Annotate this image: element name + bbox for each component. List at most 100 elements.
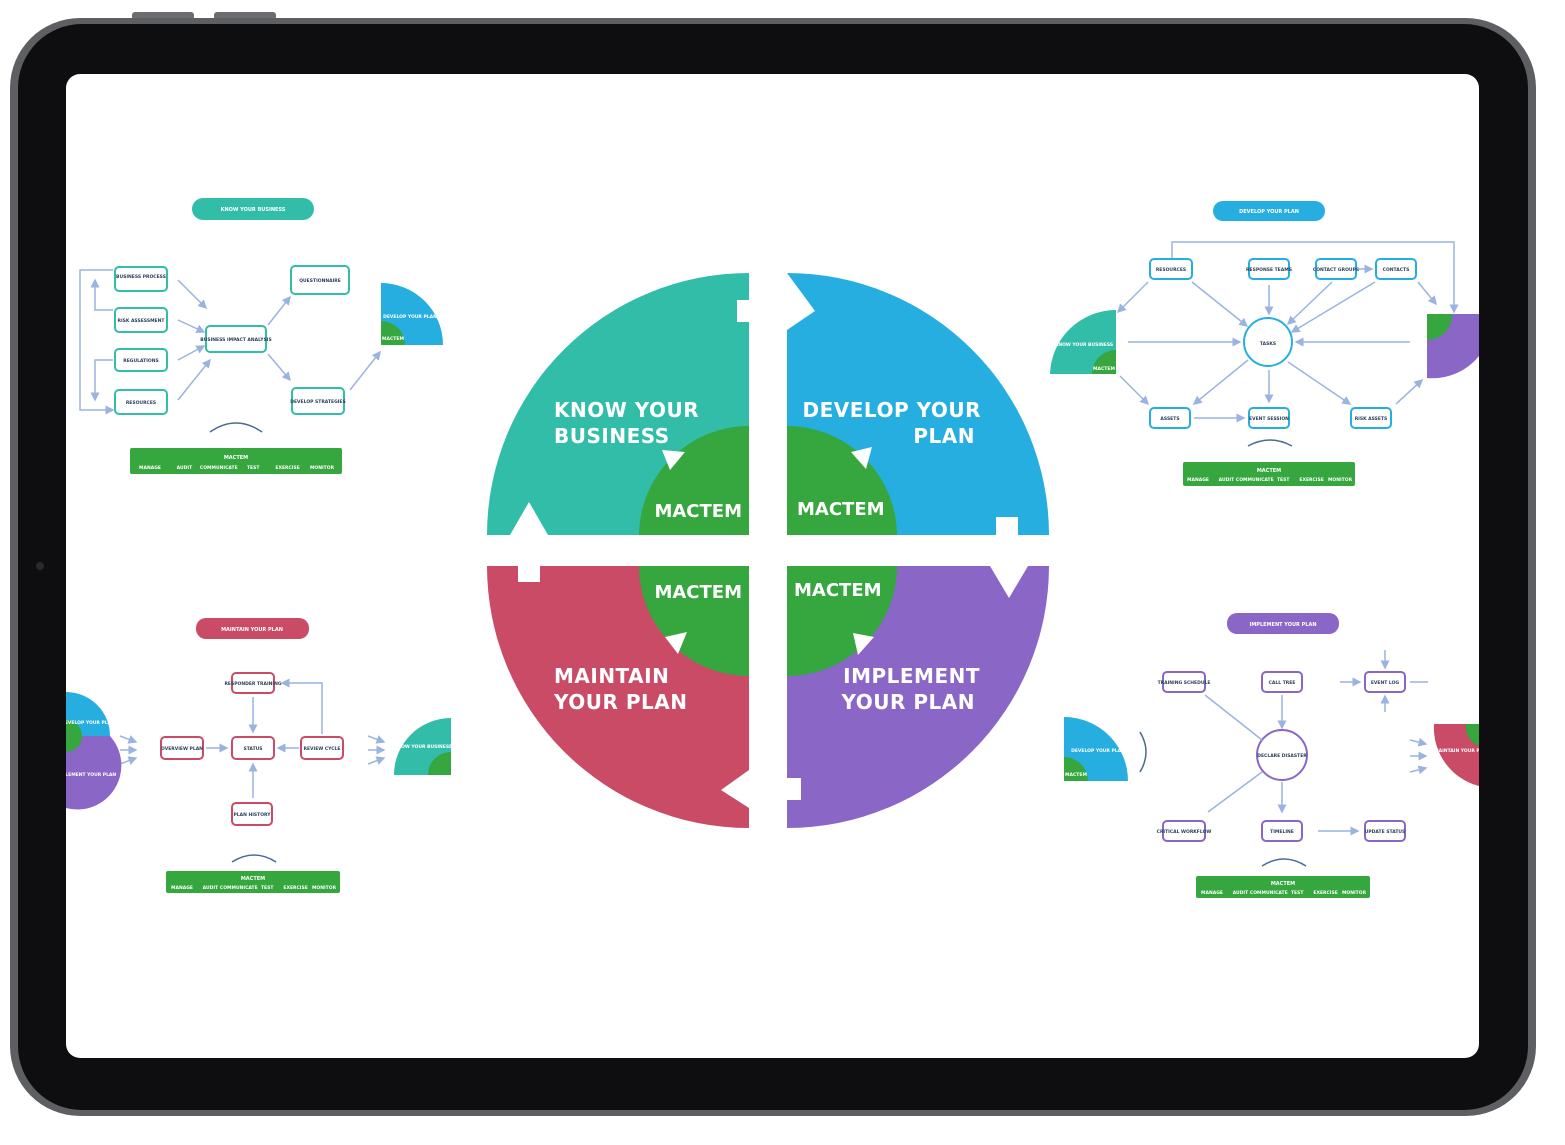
node-label: RESPONDER TRAINING (224, 681, 281, 687)
node-label: EVENT LOG (1371, 680, 1400, 686)
cycle-arrow-icon (665, 632, 687, 654)
panel-develop-pill (1213, 201, 1325, 221)
hub-implement-label: MACTEM (794, 580, 882, 601)
mini-quadrant-label: DEVELOP YOUR PLAN (1071, 748, 1125, 754)
node-label: DECLARE DISASTER (1257, 753, 1307, 759)
quadrant-know-line2: BUSINESS (554, 424, 670, 448)
hub-implement (787, 566, 897, 676)
hub-maintain (639, 566, 749, 676)
node-label: QUESTIONNAIRE (299, 278, 341, 284)
hub-maintain-label: MACTEM (654, 582, 742, 603)
node-label: BUSINESS IMPACT ANALYSIS (200, 337, 271, 343)
quadrant-develop-line2: PLAN (913, 424, 975, 448)
node-label: RISK ASSESSMENT (118, 318, 166, 324)
mini-hub-label: MACTEM (1065, 772, 1087, 778)
node-label: RISK ASSETS (1355, 416, 1388, 422)
bracket-icon (1247, 439, 1293, 447)
node-regulations (114, 348, 168, 372)
quadrant-implement-line1: IMPLEMENT (843, 664, 980, 688)
mini-quadrant-label: MAINTAIN YOUR PLAN (1434, 748, 1490, 754)
quadrant-maintain-line1: MAINTAIN (554, 664, 669, 688)
quadrant-develop-line1: DEVELOP YOUR (803, 398, 981, 422)
footer-item-label: EXERCISE (1299, 477, 1323, 483)
arrow-notch-icon (990, 566, 1028, 598)
node-questionnaire (290, 265, 350, 295)
hub-know-label: MACTEM (654, 501, 742, 522)
panel-implement-footer (1196, 876, 1370, 898)
footer-item-label: AUDIT (1233, 890, 1249, 896)
node-label: TRAINING SCHEDULE (1158, 680, 1211, 686)
footer-item-label: AUDIT (1219, 477, 1235, 483)
footer-item-label: TEST (247, 465, 260, 471)
node-label: PLAN HISTORY (233, 812, 271, 818)
footer-item-label: COMMUNICATE (200, 465, 238, 471)
bracket-icon (209, 422, 263, 433)
panel-develop: DEVELOP YOUR PLAN RESOURCES RESPONSE TEA… (1050, 201, 1479, 486)
node-resources (114, 389, 168, 415)
bracket-icon (231, 854, 277, 863)
footer-item-label: MONITOR (1328, 477, 1353, 483)
quadrant-maintain-line2: YOUR PLAN (553, 690, 688, 714)
footer-item-label: AUDIT (203, 885, 219, 891)
arrow-notch-icon (510, 502, 548, 535)
tablet-device (10, 12, 1536, 1116)
node-label: OVERVIEW PLAN (161, 746, 203, 752)
footer-item-label: MANAGE (171, 885, 193, 891)
footer-title: MACTEM (224, 455, 248, 461)
node-label: REVIEW CYCLE (304, 746, 341, 752)
footer-item-label: MONITOR (310, 465, 335, 471)
footer-item-label: EXERCISE (1313, 890, 1337, 896)
screen-content: KNOW YOUR BUSINESS DEVELOP YOUR PLAN MAI… (56, 198, 1490, 898)
node-label: CONTACTS (1383, 267, 1410, 273)
mini-quadrant-label: DEVELOP YOUR PLAN (61, 720, 115, 726)
footer-item-label: MONITOR (312, 885, 337, 891)
hub-develop (787, 425, 897, 535)
cycle-arrow-icon (662, 450, 685, 470)
arrow-notch-icon (787, 273, 815, 330)
footer-item-label: TEST (1291, 890, 1304, 896)
camera-icon (36, 562, 44, 570)
mini-hub-label: MACTEM (1093, 366, 1115, 372)
hub-develop-label: MACTEM (797, 499, 885, 520)
footer-title: MACTEM (241, 876, 265, 882)
footer-item-label: COMMUNICATE (1250, 890, 1288, 896)
footer-item-label: AUDIT (177, 465, 193, 471)
quadrant-know-line1: KNOW YOUR (554, 398, 699, 422)
node-label: RESOURCES (1156, 267, 1186, 273)
footer-title: MACTEM (1271, 881, 1295, 887)
bracket-icon (1261, 858, 1307, 867)
node-label: RESOURCES (126, 400, 156, 406)
node-label: RESPONSE TEAMS (1246, 267, 1292, 273)
node-label: CONTACT GROUPS (1313, 267, 1359, 273)
footer-item-label: TEST (261, 885, 274, 891)
panel-maintain: MAINTAIN YOUR PLAN RESPONDER TRAINING OV… (56, 618, 452, 893)
panel-maintain-pill (196, 618, 309, 639)
panel-maintain-footer (166, 871, 340, 893)
cycle-arrow-icon (851, 447, 872, 469)
center-wheel: KNOW YOUR BUSINESS DEVELOP YOUR PLAN MAI… (487, 273, 1049, 828)
node-label: EVENT SESSION (1249, 416, 1289, 422)
node-label: DEVELOP STRATEGIES (290, 399, 346, 405)
node-label: ASSETS (1160, 416, 1179, 422)
mini-quadrant-label: KNOW YOUR BUSINESS (1055, 342, 1113, 348)
panel-know-pill (192, 198, 314, 220)
panel-maintain-pill-label: MAINTAIN YOUR PLAN (221, 627, 283, 633)
node-bia (205, 325, 267, 353)
mini-hub (381, 321, 405, 345)
mini-quadrant-label: IMPLEMENT YOUR PLAN (56, 772, 117, 778)
panel-implement-pill-label: IMPLEMENT YOUR PLAN (1249, 622, 1316, 628)
footer-title: MACTEM (1257, 468, 1281, 474)
node-business-process (114, 266, 168, 292)
mini-hub-label: MACTEM (382, 336, 404, 342)
footer-item-label: COMMUNICATE (1236, 477, 1274, 483)
footer-item-label: MANAGE (139, 465, 161, 471)
node-label: TIMELINE (1270, 829, 1294, 835)
node-risk-assessment (114, 307, 168, 333)
node-label: BUSINESS PROCESS (116, 274, 166, 280)
panel-know: KNOW YOUR BUSINESS BUSINESS PROCESS RISK… (79, 198, 443, 474)
footer-item-label: COMMUNICATE (220, 885, 258, 891)
cycle-arrow-icon (853, 633, 874, 655)
tablet-screen (66, 74, 1479, 1058)
panel-implement: IMPLEMENT YOUR PLAN TRAINING SCHEDULE CA… (1064, 613, 1490, 898)
panel-develop-footer (1183, 462, 1355, 486)
